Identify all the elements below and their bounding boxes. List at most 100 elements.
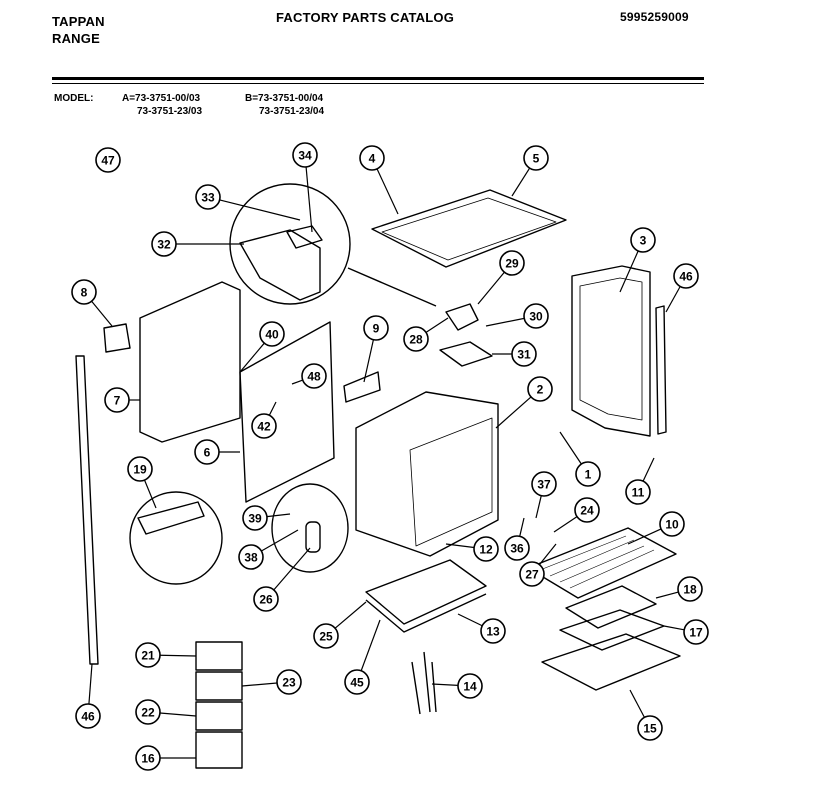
valve-part-28 [445,303,479,331]
callout-label-42: 42 [257,420,271,434]
callout-8: 8 [71,279,113,327]
callout-circle-39 [242,505,268,531]
oven-rack-part-10 [527,527,677,599]
callout-label-36: 36 [510,542,524,556]
callout-circle-22 [135,699,161,725]
callout-label-46: 46 [679,270,693,284]
door-frame-inner [579,277,643,421]
callout-23: 23 [241,669,302,695]
callout-circle-21 [135,642,161,668]
leader-line-13 [457,613,483,627]
callout-label-26: 26 [259,593,273,607]
leader-line-21 [159,654,197,657]
leader-line-36 [519,517,525,537]
callout-label-48: 48 [307,370,321,384]
product-label: RANGE [52,31,100,46]
callout-circle-28 [403,326,429,352]
callout-label-13: 13 [486,625,500,639]
callout-19: 19 [127,456,157,509]
callout-1: 1 [559,431,601,487]
part-drawings [75,183,681,769]
callout-label-11: 11 [632,486,645,500]
leader-line-26 [273,547,311,591]
callout-7: 7 [104,387,140,413]
callout-circle-16 [135,745,161,771]
callout-circle-42 [251,413,277,439]
callout-circle-38 [238,544,264,570]
callout-22: 22 [135,699,197,725]
callout-label-27: 27 [525,568,539,582]
detail-circle-26 [271,483,349,573]
rack-wires [539,535,655,589]
leader-line-48 [291,379,303,385]
leader-line-18 [655,591,679,599]
side-panel-part-7 [139,281,241,443]
callout-label-18: 18 [683,583,697,597]
oven-body-part-2 [355,391,499,557]
broiler-pan-part-17 [559,609,665,651]
leader-line-15 [629,689,645,718]
leader-line-29 [477,271,505,305]
callout-label-31: 31 [517,348,531,362]
callout-circle-46 [75,703,101,729]
callout-label-17: 17 [689,626,703,640]
detail-leader [347,267,437,307]
callout-label-29: 29 [505,257,519,271]
leader-line-30 [485,317,525,327]
pan-part-15 [541,633,681,691]
callout-label-16: 16 [141,752,155,766]
callout-33: 33 [195,184,301,221]
leader-line-19 [143,479,157,509]
leader-line-28 [425,317,449,333]
callout-3: 3 [619,227,656,293]
oven-body-front [409,417,493,547]
callout-46: 46 [665,263,699,313]
callout-circle-17 [683,619,709,645]
leader-line-14 [431,683,459,686]
callout-label-3: 3 [640,234,647,248]
callout-label-33: 33 [201,191,215,205]
callout-17: 17 [663,619,709,645]
callout-14: 14 [431,673,483,699]
callout-31: 31 [492,341,537,367]
leader-line-27 [539,543,557,566]
callout-circle-7 [104,387,130,413]
callout-label-15: 15 [643,722,657,736]
clips-part-14 [411,651,437,715]
brand-label: TAPPAN [52,14,105,29]
leader-line-38 [261,529,299,552]
callout-circle-23 [276,669,302,695]
callout-26: 26 [253,547,311,612]
back-panel-part-6 [239,321,335,503]
callout-label-1: 1 [585,468,592,482]
leader-line-22 [159,712,197,717]
callout-32: 32 [151,231,244,257]
callout-11: 11 [625,457,655,505]
cooktop-part-4 [371,189,567,268]
callout-47: 47 [95,147,121,173]
callout-label-22: 22 [141,706,155,720]
door-frame-part-3 [571,265,651,437]
callout-label-7: 7 [114,394,121,408]
callout-label-4: 4 [369,152,376,166]
hardware-box-22 [195,701,243,731]
leader-line-23 [241,682,278,687]
callout-12: 12 [445,536,499,562]
drawer-part-13 [365,593,487,633]
leader-line-2 [495,396,532,429]
callout-13: 13 [457,613,506,644]
drawer-part-25 [365,559,487,625]
plate-part-31 [439,341,493,367]
callout-label-30: 30 [529,310,543,324]
hardware-box-21 [195,641,243,671]
bracket-part-9 [343,371,381,403]
callout-label-24: 24 [580,504,594,518]
hardware-box-23 [195,671,243,701]
callout-circle-46 [673,263,699,289]
callout-16: 16 [135,745,196,771]
callout-circle-34 [292,142,318,168]
catalog-number: 5995259009 [620,10,689,24]
callout-circle-19 [127,456,153,482]
callout-circle-5 [523,145,549,171]
callout-label-38: 38 [244,551,258,565]
